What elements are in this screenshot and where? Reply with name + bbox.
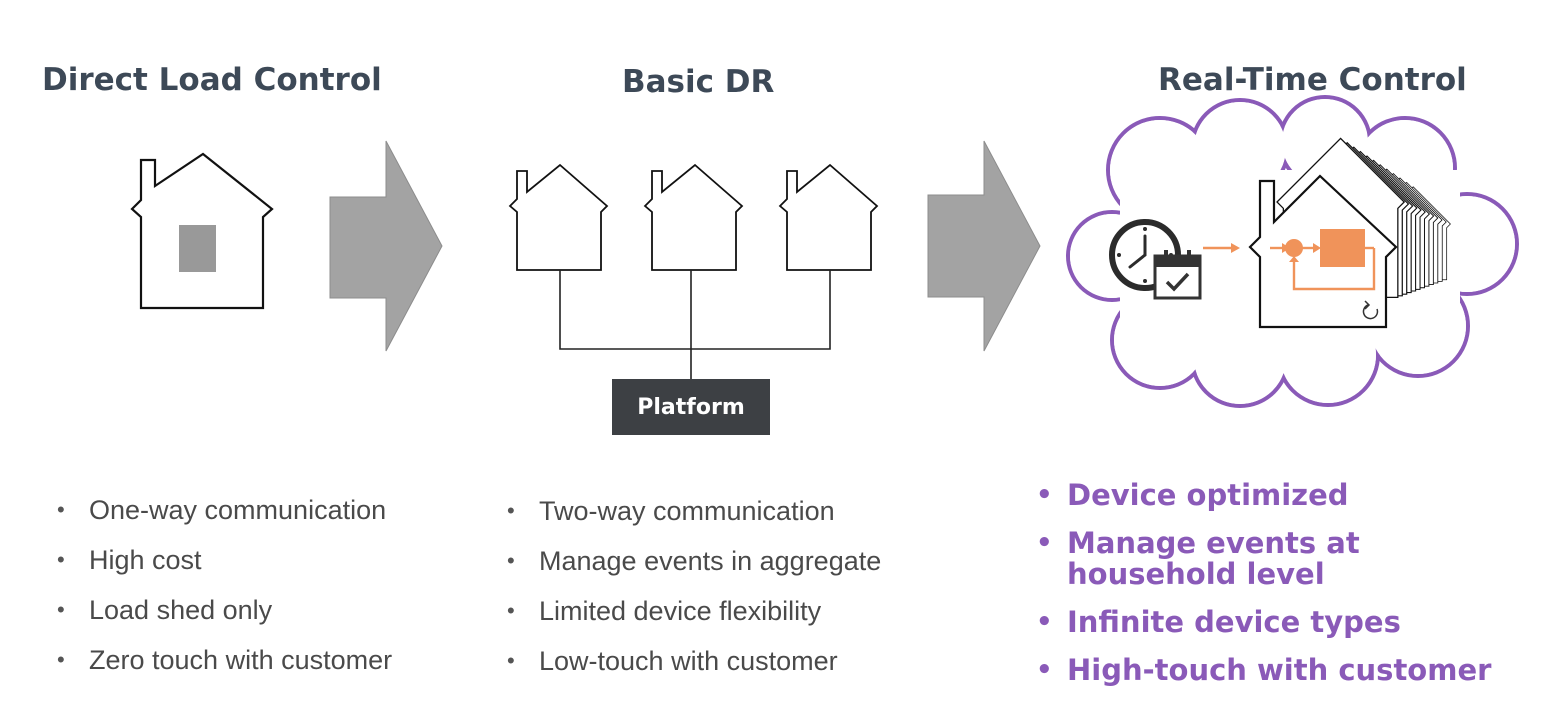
feature-item: Limited device flexibility (507, 595, 881, 645)
feature-item: Low-touch with customer (507, 645, 881, 695)
house-icon (643, 163, 744, 271)
feature-item: Two-way communication (507, 495, 881, 545)
refresh-icon (1362, 300, 1379, 320)
platform-box: Platform (612, 379, 770, 435)
feature-item: High cost (57, 544, 392, 594)
house-icon (778, 163, 879, 271)
feature-item: Zero touch with customer (57, 644, 392, 694)
feature-item: Device optimized (1034, 480, 1522, 512)
feature-item: Load shed only (57, 594, 392, 644)
direct-load-control-features: One-way communication High cost Load she… (57, 494, 392, 694)
load-device-icon (179, 225, 216, 272)
feature-item: Manage events at household level (1034, 528, 1522, 590)
calendar-check-icon (1153, 250, 1202, 300)
feature-item: One-way communication (57, 494, 392, 544)
real-time-control-title: Real-Time Control (1158, 62, 1467, 98)
feature-item: High-touch with customer (1034, 655, 1522, 687)
control-loop-icon (1270, 229, 1376, 291)
basic-dr-features: Two-way communication Manage events in a… (507, 495, 881, 695)
arrow-right-icon (329, 140, 443, 352)
real-time-control-features: Device optimized Manage events at househ… (1034, 480, 1522, 703)
arrow-right-icon (927, 140, 1041, 352)
platform-connectors (559, 270, 831, 379)
basic-dr-title: Basic DR (622, 64, 775, 100)
house-icon (508, 163, 609, 271)
direct-load-control-title: Direct Load Control (42, 62, 382, 98)
schedule-arrow-icon (1203, 243, 1240, 253)
feature-item: Infinite device types (1034, 607, 1522, 639)
feature-item: Manage events in aggregate (507, 545, 881, 595)
